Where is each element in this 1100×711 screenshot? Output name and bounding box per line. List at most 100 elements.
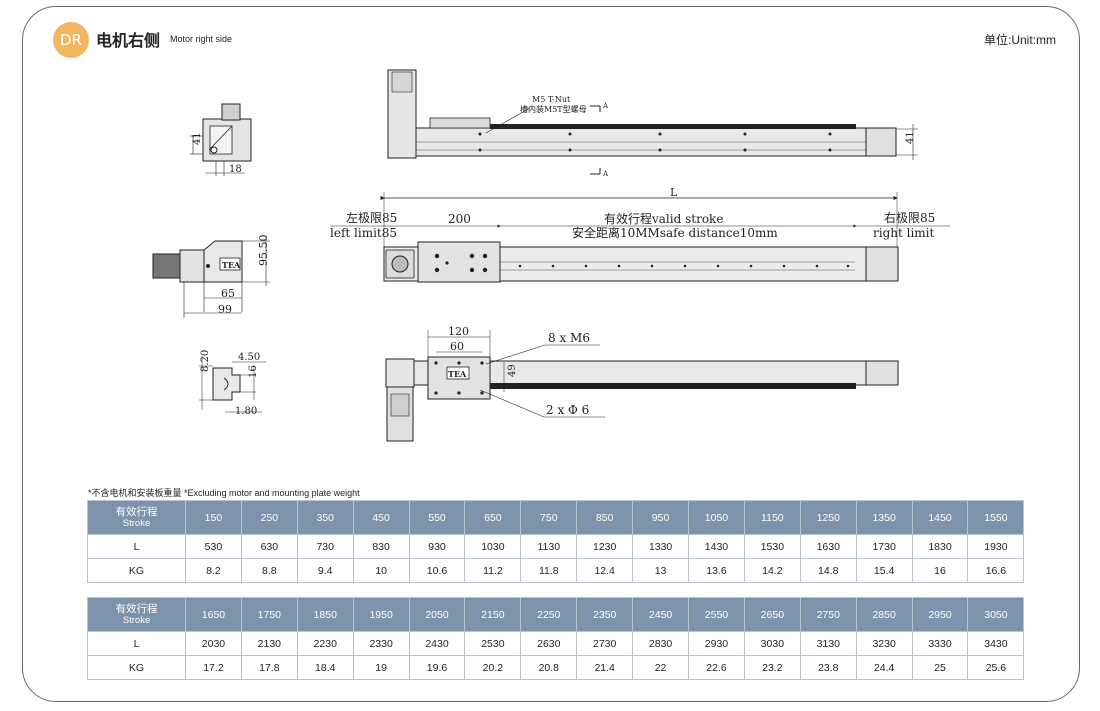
stroke-header-en: Stroke (122, 615, 151, 626)
length-value-cell: 2330 (352, 631, 410, 656)
stroke-value-cell: 350 (296, 500, 354, 535)
length-value-cell: 930 (408, 534, 466, 559)
unit-label: 单位:Unit:mm (983, 33, 1056, 47)
length-value-cell: 1130 (520, 534, 578, 559)
stroke-value-cell: 1250 (799, 500, 857, 535)
middle-view: L 左极限85 left limit85 200 有效行程valid strok… (330, 186, 950, 283)
top-view: M5 T-Nut 槽内装M5T型螺母 A A 41 (387, 69, 918, 178)
dim-1-80: 1.80 (235, 406, 257, 417)
weight-value-cell: 24.4 (855, 655, 913, 680)
length-value-cell: 1730 (855, 534, 913, 559)
stroke-value-cell: 950 (632, 500, 690, 535)
weight-value-cell: 11.2 (464, 558, 522, 583)
stroke-value-cell: 3050 (967, 597, 1025, 632)
slot-view: 8.20 4.50 16 1.80 (199, 350, 266, 417)
row-label-L: L (87, 534, 186, 559)
stroke-value-cell: 1150 (743, 500, 801, 535)
stroke-header-cn: 有效行程 (115, 506, 158, 518)
end-view-logo: TEA (222, 260, 241, 270)
weight-value-cell: 23.8 (799, 655, 857, 680)
stroke-value-cell: 2650 (743, 597, 801, 632)
m6-label: 8 x M6 (548, 331, 590, 345)
weight-value-cell: 8.8 (240, 558, 298, 583)
stroke-value-cell: 1050 (688, 500, 745, 535)
stroke-value-cell: 550 (408, 500, 466, 535)
phi6-label: 2 x Φ 6 (546, 403, 589, 417)
stroke-value-cell: 1750 (240, 597, 298, 632)
stroke-header-en: Stroke (122, 518, 151, 529)
length-value-cell: 1230 (576, 534, 634, 559)
length-value-cell: 3430 (967, 631, 1025, 656)
weight-value-cell: 22.6 (688, 655, 745, 680)
length-value-cell: 2130 (240, 631, 298, 656)
weight-value-cell: 13 (632, 558, 690, 583)
dim-8-20: 8.20 (200, 350, 211, 372)
weight-value-cell: 15.4 (855, 558, 913, 583)
carriage-logo: TEA (448, 369, 467, 379)
weight-value-cell: 14.2 (743, 558, 801, 583)
stroke-value-cell: 2250 (520, 597, 578, 632)
stroke-header-cn: 有效行程 (115, 603, 158, 615)
weight-value-cell: 25 (911, 655, 969, 680)
dim-49: 49 (507, 364, 518, 377)
stroke-value-cell: 1650 (185, 597, 242, 632)
stroke-value-cell: 2950 (911, 597, 969, 632)
stroke-value-cell: 750 (520, 500, 578, 535)
row-label-KG: KG (87, 655, 186, 680)
bottom-view: TEA 120 60 49 8 x M6 2 x Φ 6 (385, 325, 899, 442)
length-value-cell: 2830 (632, 631, 690, 656)
length-value-cell: 3330 (911, 631, 969, 656)
length-value-cell: 2630 (520, 631, 578, 656)
weight-value-cell: 17.8 (240, 655, 298, 680)
weight-note: *不含电机和安装板重量 *Excluding motor and mountin… (88, 488, 360, 498)
stroke-value-cell: 2550 (688, 597, 745, 632)
dr-badge: DR (53, 22, 89, 58)
stroke-value-cell: 2050 (408, 597, 466, 632)
length-value-cell: 2430 (408, 631, 466, 656)
length-value-cell: 3230 (855, 631, 913, 656)
stroke-value-cell: 1550 (967, 500, 1025, 535)
stroke-label: 有效行程valid stroke (604, 211, 723, 226)
stroke-value-cell: 2750 (799, 597, 857, 632)
technical-drawing: 41 18 M5 T-Nut 槽内装M5T型螺母 A A 41 (152, 69, 950, 442)
tnut-label-cn: 槽内装M5T型螺母 (520, 104, 587, 114)
length-value-cell: 3130 (799, 631, 857, 656)
page-title-en: Motor right side (170, 34, 233, 44)
dim-120: 120 (448, 325, 469, 338)
length-value-cell: 3030 (743, 631, 801, 656)
dim-L: L (670, 186, 678, 199)
length-value-cell: 530 (185, 534, 242, 559)
length-value-cell: 2530 (464, 631, 522, 656)
stroke-value-cell: 1950 (352, 597, 410, 632)
weight-value-cell: 14.8 (799, 558, 857, 583)
weight-value-cell: 10.6 (408, 558, 466, 583)
page-frame (22, 6, 1080, 702)
length-value-cell: 2230 (296, 631, 354, 656)
weight-value-cell: 20.2 (464, 655, 522, 680)
safe-distance-label: 安全距离10MMsafe distance10mm (572, 225, 778, 240)
length-value-cell: 1930 (967, 534, 1025, 559)
weight-value-cell: 19.6 (408, 655, 466, 680)
weight-value-cell: 16.6 (967, 558, 1025, 583)
weight-value-cell: 9.4 (296, 558, 354, 583)
left-limit-en: left limit85 (330, 226, 397, 240)
weight-value-cell: 12.4 (576, 558, 634, 583)
length-value-cell: 1530 (743, 534, 801, 559)
dim-18: 18 (229, 164, 242, 175)
right-limit-en: right limit (873, 226, 935, 240)
section-a-top: A (602, 102, 609, 110)
stroke-value-cell: 2350 (576, 597, 634, 632)
row-label-KG: KG (87, 558, 186, 583)
stroke-value-cell: 150 (185, 500, 242, 535)
stroke-value-cell: 650 (464, 500, 522, 535)
length-value-cell: 2030 (185, 631, 242, 656)
length-value-cell: 830 (352, 534, 410, 559)
weight-value-cell: 16 (911, 558, 969, 583)
length-value-cell: 1430 (688, 534, 745, 559)
dim-60: 60 (450, 340, 464, 353)
weight-value-cell: 11.8 (520, 558, 578, 583)
